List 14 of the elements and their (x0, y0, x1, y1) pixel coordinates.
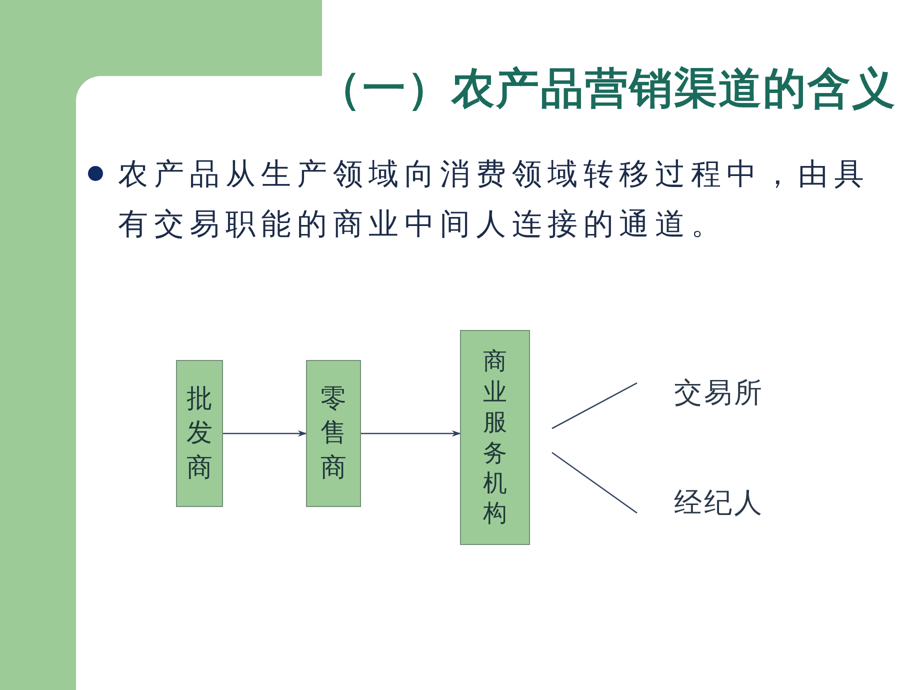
arrow (361, 430, 461, 437)
box-label: 商业服务机构 (483, 346, 507, 529)
box-label: 批发商 (186, 382, 212, 485)
bullet-text: 农产品从生产领域向消费领域转移过程中，由具有交易职能的商业中间人连接的通道。 (118, 156, 871, 244)
branch-label: 经纪人 (674, 486, 772, 520)
connector-line (552, 452, 638, 514)
channel-box (306, 360, 361, 507)
arrow (223, 430, 307, 437)
slide-title: （一）农产品营销渠道的含义 (318, 63, 898, 116)
branch-label: 交易所 (674, 376, 772, 410)
channel-box (176, 360, 223, 507)
channel-box (460, 330, 530, 545)
connector-line (552, 382, 638, 430)
box-label: 零售商 (320, 382, 346, 485)
